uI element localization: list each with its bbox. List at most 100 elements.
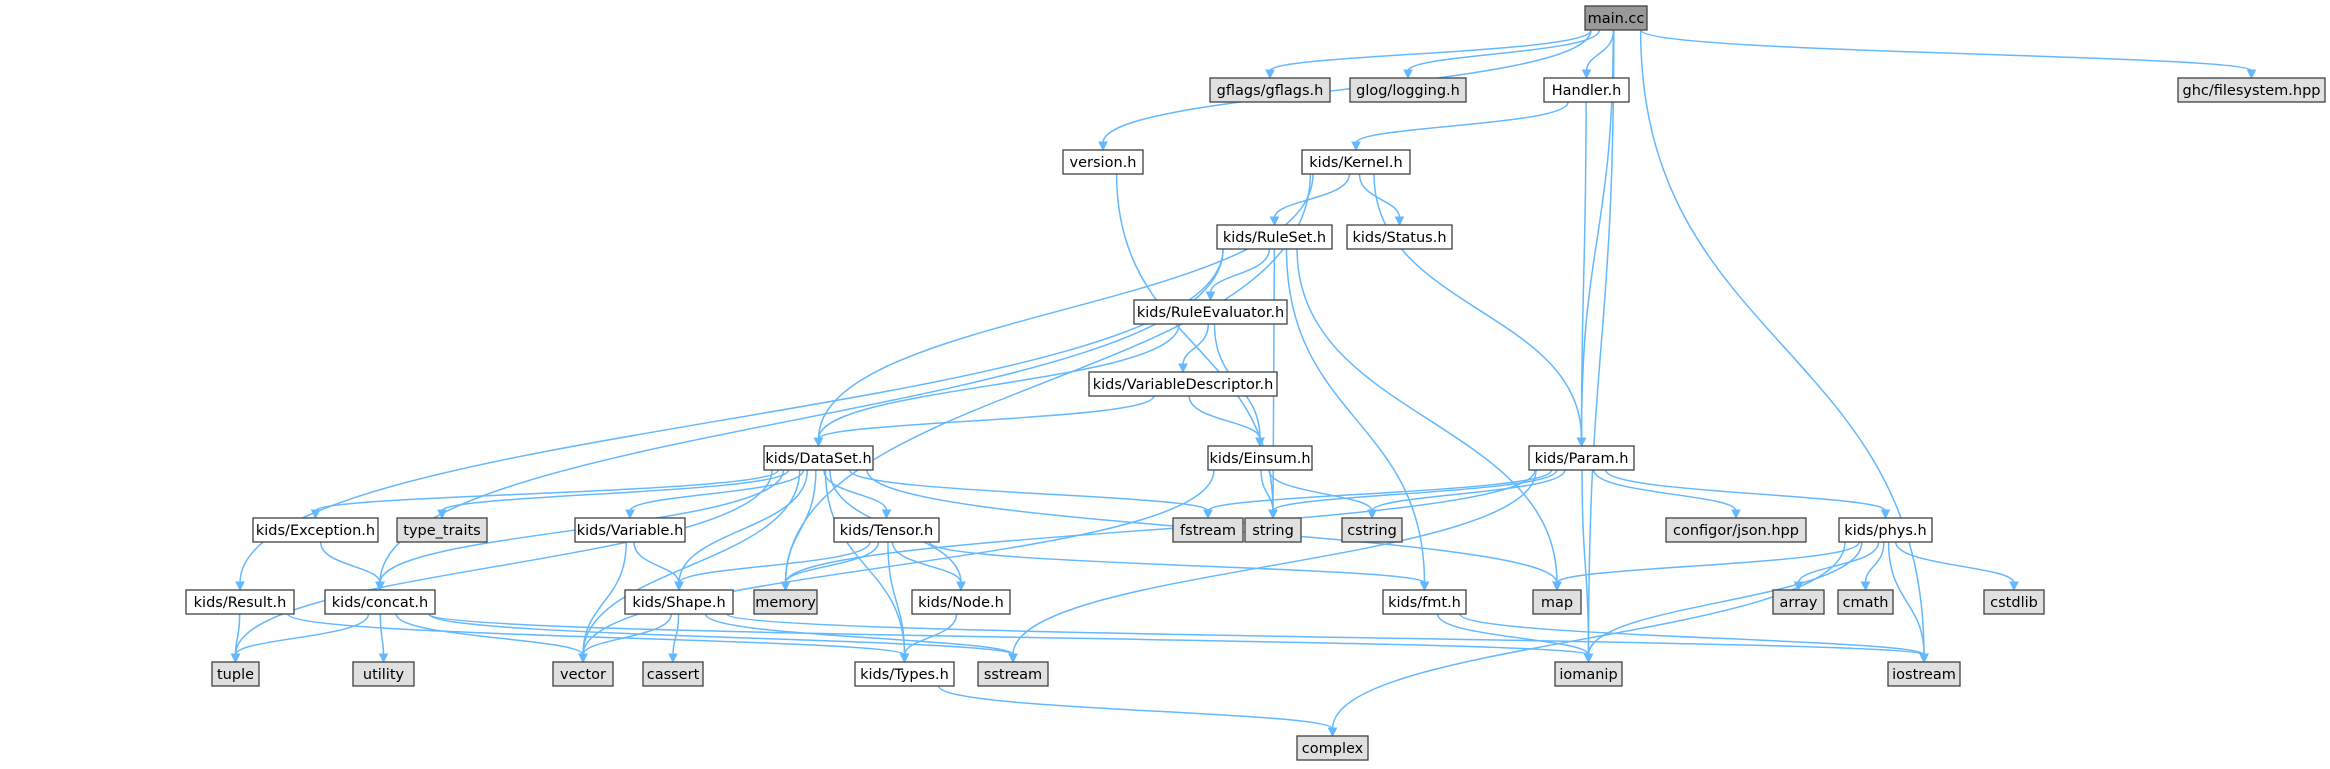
node-node[interactable]: kids/Node.h [911, 589, 1011, 615]
edge-kernel-to-param [1373, 173, 1583, 440]
edge-main-to-param [1580, 29, 1614, 440]
node-handler[interactable]: Handler.h [1543, 77, 1630, 103]
node-types[interactable]: kids/Types.h [854, 661, 955, 687]
node-main[interactable]: main.cc [1584, 5, 1648, 31]
arrowhead-concat-to-utility [378, 653, 389, 664]
edge-variable-to-shape [633, 541, 680, 584]
node-vardesc-label: kids/VariableDescriptor.h [1093, 377, 1274, 393]
node-cassert-box [642, 661, 704, 687]
node-sstream: sstream [977, 661, 1049, 687]
node-version-label: version.h [1070, 155, 1137, 171]
edge-param-to-iomanip [1581, 469, 1590, 656]
node-cmath-label: cmath [1843, 595, 1889, 611]
arrowhead-handler-to-kernel [1351, 141, 1361, 152]
arrowhead-kernel-to-ruleset [1269, 216, 1280, 227]
edge-ruleset-to-result [239, 248, 1224, 584]
edge-concat-to-iomanip [428, 613, 1590, 656]
edge-handler-to-kernel [1355, 101, 1569, 144]
arrowhead-dataset-to-tensor [881, 509, 892, 520]
node-dataset[interactable]: kids/DataSet.h [763, 445, 874, 471]
arrowhead-vardesc-to-einsum [1255, 437, 1265, 448]
edge-concat-to-tuple [234, 613, 370, 656]
arrowhead-phys-to-cmath [1860, 581, 1871, 592]
node-ruleeval-box [1133, 299, 1288, 325]
arrowhead-shape-to-cassert [668, 653, 678, 664]
node-cmath-box [1837, 589, 1894, 615]
node-cstring: cstring [1341, 517, 1403, 543]
node-variable[interactable]: kids/Variable.h [574, 517, 686, 543]
node-glog-label: glog/logging.h [1356, 83, 1460, 99]
node-glog: glog/logging.h [1349, 77, 1467, 103]
node-cstdlib-label: cstdlib [1990, 595, 2038, 611]
edge-tensor-to-memory [784, 541, 880, 584]
edge-param-to-phys [1605, 469, 1887, 512]
edge-main-to-ghc [1640, 29, 2253, 72]
edge-variable-to-vector [582, 541, 627, 656]
node-handler-label: Handler.h [1552, 83, 1622, 99]
arrowhead-ruleset-to-result [235, 581, 245, 592]
edge-tensor-to-types [887, 541, 906, 656]
edge-shape-to-sstream [704, 613, 1014, 656]
edge-dataset-to-types [824, 469, 906, 656]
edge-ruleeval-to-dataset [817, 323, 1180, 440]
node-dataset-box [763, 445, 874, 471]
node-vardesc[interactable]: kids/VariableDescriptor.h [1088, 371, 1278, 397]
arrowhead-phys-to-cstdlib [2009, 581, 2019, 592]
node-phys[interactable]: kids/phys.h [1838, 517, 1933, 543]
node-exception-box [252, 517, 379, 543]
node-cassert-label: cassert [647, 667, 700, 683]
node-cmath: cmath [1837, 589, 1894, 615]
node-iomanip-label: iomanip [1559, 667, 1617, 683]
arrowhead-shape-to-vector [578, 653, 588, 664]
node-iomanip: iomanip [1554, 661, 1623, 687]
node-variable-label: kids/Variable.h [577, 523, 684, 539]
node-type_traits-box [396, 517, 488, 543]
node-ruleset[interactable]: kids/RuleSet.h [1216, 224, 1333, 250]
node-status-label: kids/Status.h [1352, 230, 1446, 246]
edge-ruleset-to-fmt [1285, 248, 1426, 584]
edge-concat-to-utility [379, 613, 385, 656]
arrowhead-ruleset-to-ruleeval [1205, 291, 1216, 302]
node-ruleeval[interactable]: kids/RuleEvaluator.h [1133, 299, 1288, 325]
node-shape[interactable]: kids/Shape.h [624, 589, 734, 615]
node-complex: complex [1296, 735, 1369, 761]
node-param[interactable]: kids/Param.h [1528, 445, 1635, 471]
edge-dataset-to-tuple [234, 469, 773, 656]
edge-einsum-to-string [1260, 469, 1274, 512]
node-exception[interactable]: kids/Exception.h [252, 517, 379, 543]
node-type_traits: type_traits [396, 517, 488, 543]
node-einsum[interactable]: kids/Einsum.h [1207, 445, 1313, 471]
node-vector-label: vector [560, 667, 606, 683]
arrowhead-param-to-configor [1731, 509, 1741, 520]
arrowhead-param-to-phys [1880, 509, 1891, 520]
node-fmt[interactable]: kids/fmt.h [1382, 589, 1467, 615]
node-iostream: iostream [1887, 661, 1961, 687]
edge-einsum-to-cstring [1268, 469, 1373, 512]
node-tensor[interactable]: kids/Tensor.h [833, 517, 940, 543]
node-map-box [1532, 589, 1582, 615]
node-einsum-box [1207, 445, 1313, 471]
node-array-box [1772, 589, 1825, 615]
edge-phys-to-iostream [1887, 541, 1925, 656]
node-tuple-label: tuple [217, 667, 254, 683]
node-version[interactable]: version.h [1062, 149, 1144, 175]
arrowhead-dataset-to-type_traits [437, 509, 447, 520]
node-result[interactable]: kids/Result.h [185, 589, 295, 615]
node-exception-label: kids/Exception.h [256, 523, 375, 539]
node-ghc: ghc/filesystem.hpp [2177, 77, 2326, 103]
edge-node-to-types [903, 613, 958, 656]
edge-dataset-to-exception [314, 469, 780, 512]
node-concat[interactable]: kids/concat.h [324, 589, 436, 615]
node-array: array [1772, 589, 1825, 615]
arrowhead-exception-to-concat [375, 581, 385, 592]
node-kernel-box [1301, 149, 1411, 175]
node-status[interactable]: kids/Status.h [1346, 224, 1453, 250]
edge-ruleeval-to-vardesc [1182, 323, 1210, 366]
node-kernel[interactable]: kids/Kernel.h [1301, 149, 1411, 175]
edge-tensor-to-fmt [928, 541, 1426, 584]
arrowhead-dataset-to-variable [625, 509, 635, 520]
node-utility-box [352, 661, 415, 687]
node-version-box [1062, 149, 1144, 175]
node-einsum-label: kids/Einsum.h [1209, 451, 1310, 467]
edge-main-to-glog [1407, 29, 1601, 72]
